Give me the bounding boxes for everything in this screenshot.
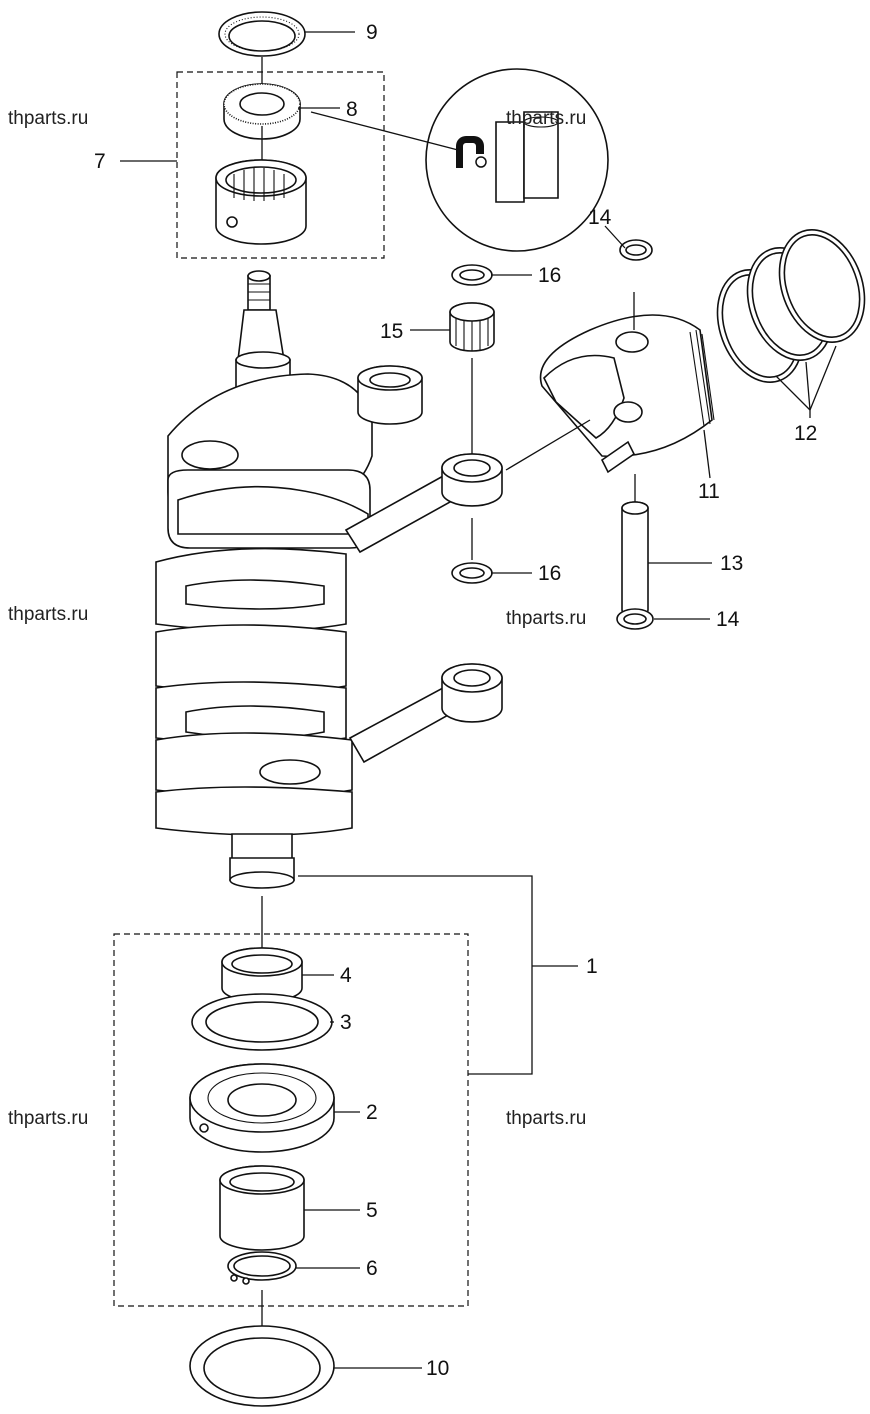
callout-16-upper: 16 xyxy=(538,264,561,287)
part-14-clip-upper[interactable] xyxy=(619,239,653,261)
callout-8: 8 xyxy=(346,98,358,121)
part-15-needle-bearing[interactable] xyxy=(449,302,495,352)
watermark: thparts.ru xyxy=(506,108,586,129)
callout-14-upper: 14 xyxy=(588,206,612,229)
callout-15: 15 xyxy=(380,320,403,343)
callout-9: 9 xyxy=(366,21,378,44)
watermark: thparts.ru xyxy=(8,1108,88,1129)
part-8-oil-seal[interactable] xyxy=(223,83,301,140)
callout-7: 7 xyxy=(94,150,106,173)
part-7-bearing[interactable] xyxy=(215,159,307,245)
callout-12: 12 xyxy=(794,422,817,445)
watermark: thparts.ru xyxy=(506,608,586,629)
part-3-washer[interactable] xyxy=(191,993,333,1051)
part-16-washer-lower[interactable] xyxy=(451,562,493,584)
watermark: thparts.ru xyxy=(506,1108,586,1129)
callout-5: 5 xyxy=(366,1199,378,1222)
callout-6: 6 xyxy=(366,1257,378,1280)
part-4-collar[interactable] xyxy=(221,947,303,1003)
part-12-piston-rings[interactable] xyxy=(703,218,870,394)
watermark: thparts.ru xyxy=(8,108,88,129)
watermark: thparts.ru xyxy=(8,604,88,625)
callout-16-lower: 16 xyxy=(538,562,561,585)
callout-11: 11 xyxy=(698,480,720,503)
connecting-rod-upper[interactable] xyxy=(344,453,503,554)
grease-detail-callout xyxy=(425,68,609,252)
leader-lines xyxy=(120,31,811,1369)
piston-icon[interactable] xyxy=(539,314,715,474)
callout-14-lower: 14 xyxy=(716,608,740,631)
part-6-circlip[interactable] xyxy=(227,1251,297,1285)
callout-1: 1 xyxy=(586,955,598,978)
part-2-ball-bearing[interactable] xyxy=(189,1063,335,1153)
part-14-clip-lower[interactable] xyxy=(616,608,654,630)
grease-application-icon xyxy=(456,136,487,168)
part-13-piston-pin[interactable] xyxy=(621,501,649,617)
callout-4: 4 xyxy=(340,964,352,987)
group-box-upper-bearing xyxy=(176,71,385,259)
group-box-lower-bearing xyxy=(113,933,469,1307)
callout-13: 13 xyxy=(720,552,743,575)
part-5-sleeve[interactable] xyxy=(219,1165,305,1251)
connecting-rod-lower[interactable] xyxy=(348,663,503,764)
part-16-washer-upper[interactable] xyxy=(451,264,493,286)
part-10-seal-ring[interactable] xyxy=(189,1325,335,1407)
callout-3: 3 xyxy=(340,1011,352,1034)
callout-10: 10 xyxy=(426,1357,449,1380)
callout-2: 2 xyxy=(366,1101,378,1124)
crankshaft-assembly-icon[interactable] xyxy=(155,270,423,889)
part-9-seal[interactable] xyxy=(218,11,306,57)
